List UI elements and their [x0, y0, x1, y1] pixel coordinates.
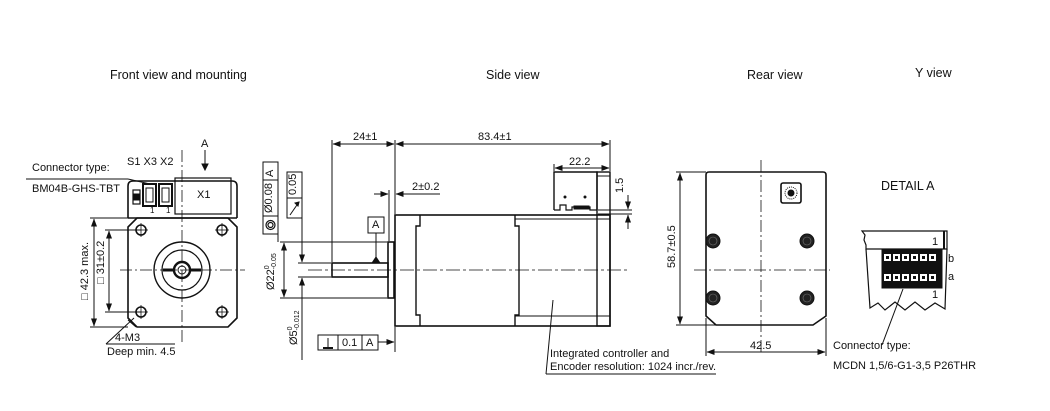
dim-outer-square: □ 42.3 max.	[79, 241, 91, 300]
perpendicularity-datum: A	[366, 337, 374, 349]
side-view-title: Side view	[486, 68, 540, 82]
pin-1-x2: 1	[166, 206, 171, 215]
front-view-title: Front view and mounting	[110, 68, 247, 82]
detail-a-title: DETAIL A	[881, 179, 935, 193]
rear-view-title: Rear view	[747, 68, 803, 82]
side-view-drawing	[262, 140, 716, 375]
mounting-depth: Deep min. 4.5	[107, 346, 176, 358]
square-symbol: □	[95, 277, 107, 284]
perpendicularity-tolerance: 0.1	[342, 337, 358, 349]
connector-ids: S1 X3 X2	[127, 156, 174, 168]
dim-rear-height: 58.7±0.5	[666, 225, 678, 268]
dim-connector-width: 22.2	[569, 156, 591, 168]
x1-connector-label: X1	[197, 189, 211, 201]
connector-type-label: Connector type:	[32, 162, 110, 174]
detail-a-drawing	[860, 230, 948, 346]
detail-a-pin-top: 1	[932, 236, 939, 248]
mounting-thread: 4-M3	[115, 332, 141, 344]
y-view-title: Y view	[915, 66, 952, 80]
detail-a-row-a: a	[948, 271, 955, 283]
detail-a-connector-value: MCDN 1,5/6-G1-3,5 P26THR	[833, 360, 977, 372]
dim-hole-square: □ 31±0.2	[95, 240, 107, 284]
pin-1-x3: 1	[150, 206, 155, 215]
dim-shaft-length: 24±1	[353, 131, 378, 143]
dim-body-length: 83.4±1	[478, 131, 512, 143]
square-symbol: □	[79, 293, 91, 300]
section-marker-a: A	[201, 138, 209, 150]
concentricity-tolerance: Ø0.08	[263, 183, 275, 213]
dim-rear-width: 42.5	[750, 340, 772, 352]
detail-a-pin-bottom: 1	[932, 289, 939, 301]
detail-a-connector-label: Connector type:	[833, 340, 911, 352]
dim-flange-thickness: 2±0.2	[412, 181, 440, 193]
connector-type-value: BM04B-GHS-TBT	[32, 183, 121, 195]
detail-a-row-b: b	[948, 253, 955, 265]
concentricity-datum: A	[264, 169, 276, 177]
dim-connector-offset: 1.5	[614, 177, 626, 193]
runout-tolerance: 0.05	[287, 173, 299, 195]
datum-a-label: A	[372, 219, 380, 231]
front-view-drawing	[26, 150, 245, 345]
rear-view-drawing	[676, 160, 830, 356]
annotation-line-2: Encoder resolution: 1024 incr./rev.	[550, 361, 717, 373]
annotation-line-1: Integrated controller and	[550, 348, 670, 360]
